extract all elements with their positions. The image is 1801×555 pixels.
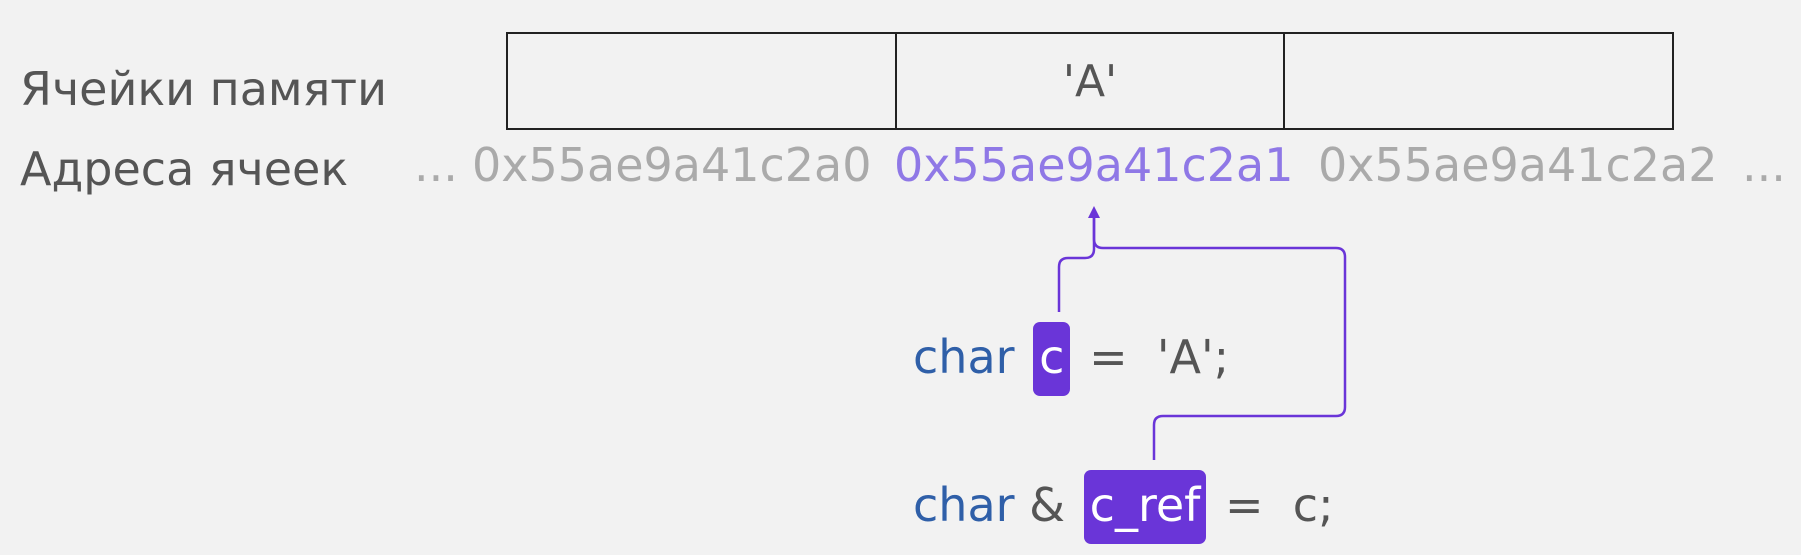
reference-ampersand: & xyxy=(1029,478,1066,532)
arrow-from-c-ref xyxy=(1092,212,1347,460)
address-0: 0x55ae9a41c2a0 xyxy=(472,138,872,192)
assign-operator: = xyxy=(1089,330,1128,384)
type-keyword: char xyxy=(913,478,1015,532)
variable-c-ref: c_ref xyxy=(1083,470,1207,544)
code-line-1: char c = 'A'; xyxy=(913,322,1229,396)
assign-operator: = xyxy=(1224,478,1264,532)
address-1: 0x55ae9a41c2a1 xyxy=(894,138,1294,192)
variable-c: c xyxy=(1033,322,1071,396)
assigned-value: c; xyxy=(1292,478,1334,532)
code-line-2: char & c_ref = c; xyxy=(913,470,1334,544)
assigned-value: 'A'; xyxy=(1156,330,1230,384)
memory-cell-2 xyxy=(1283,32,1675,130)
memory-cell-1: 'A' xyxy=(894,32,1284,130)
addresses-row-label: Адреса ячеек xyxy=(20,142,349,196)
memory-cell-0 xyxy=(506,32,895,130)
arrow-from-c xyxy=(1057,206,1100,312)
memory-cells: 'A' xyxy=(506,32,1675,130)
address-ellipsis-right: ... xyxy=(1742,138,1786,192)
address-ellipsis-left: ... xyxy=(414,138,458,192)
cells-row-label: Ячейки памяти xyxy=(20,62,387,116)
address-2: 0x55ae9a41c2a2 xyxy=(1318,138,1718,192)
type-keyword: char xyxy=(913,330,1015,384)
